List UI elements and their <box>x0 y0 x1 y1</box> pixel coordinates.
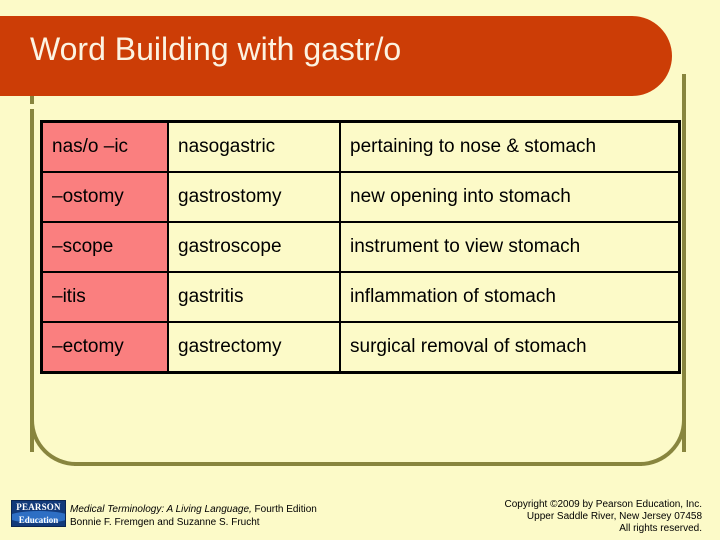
citation-authors: Bonnie F. Fremgen and Suzanne S. Frucht <box>70 517 260 528</box>
logo-swoosh-shape <box>12 511 65 523</box>
table-row: –ostomy gastrostomy new opening into sto… <box>40 171 681 223</box>
title-banner <box>0 16 672 109</box>
frame-corner-bottom-left <box>30 420 76 466</box>
frame-corner-bottom-right <box>640 420 686 466</box>
cell-term: gastrectomy <box>167 321 341 374</box>
logo-pearson-text: PEARSON <box>16 502 61 512</box>
title-underline-rule <box>0 104 596 109</box>
cell-term: gastritis <box>167 271 341 323</box>
page-title: Word Building with gastr/o <box>30 31 402 67</box>
frame-border-bottom <box>74 462 642 466</box>
table-row: –scope gastroscope instrument to view st… <box>40 221 681 273</box>
cell-meaning: instrument to view stomach <box>339 221 681 273</box>
cell-suffix: –scope <box>40 221 169 273</box>
citation-edition: Fourth Edition <box>251 504 317 515</box>
cell-suffix: –ostomy <box>40 171 169 223</box>
table-row: –itis gastritis inflammation of stomach <box>40 271 681 323</box>
cell-term: gastroscope <box>167 221 341 273</box>
copyright-notice: Copyright ©2009 by Pearson Education, In… <box>505 499 703 535</box>
table-row: –ectomy gastrectomy surgical removal of … <box>40 321 681 374</box>
word-building-table: nas/o –ic nasogastric pertaining to nose… <box>40 120 681 374</box>
cell-meaning: new opening into stomach <box>339 171 681 223</box>
copyright-line-2: Upper Saddle River, New Jersey 07458 <box>526 511 702 522</box>
cell-meaning: inflammation of stomach <box>339 271 681 323</box>
citation-title-line: Medical Terminology: A Living Language, … <box>70 503 317 516</box>
cell-suffix: –ectomy <box>40 321 169 374</box>
pearson-education-logo: PEARSON Education <box>11 500 66 527</box>
logo-education-text: Education <box>18 515 59 525</box>
cell-meaning: surgical removal of stomach <box>339 321 681 374</box>
cell-meaning: pertaining to nose & stomach <box>339 120 681 173</box>
cell-term: nasogastric <box>167 120 341 173</box>
copyright-line-3: All rights reserved. <box>619 523 702 534</box>
cell-term: gastrostomy <box>167 171 341 223</box>
table-row: nas/o –ic nasogastric pertaining to nose… <box>40 120 681 173</box>
book-citation: Medical Terminology: A Living Language, … <box>70 503 317 529</box>
copyright-line-1: Copyright ©2009 by Pearson Education, In… <box>504 499 703 510</box>
cell-suffix: –itis <box>40 271 169 323</box>
frame-border-right <box>682 74 686 452</box>
frame-border-left <box>30 74 34 452</box>
citation-book-title: Medical Terminology: A Living Language, <box>70 504 252 515</box>
cell-suffix: nas/o –ic <box>40 120 169 173</box>
